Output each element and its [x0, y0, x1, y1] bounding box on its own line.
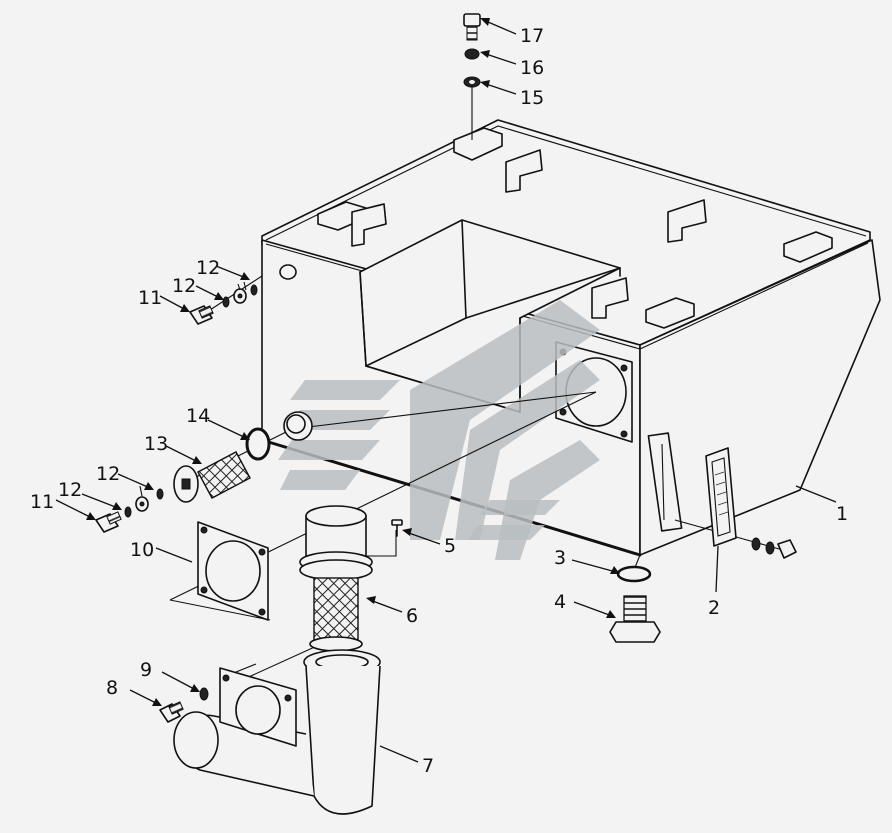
washer-9 [199, 687, 209, 701]
callout-3: 3 [554, 547, 566, 569]
callout-4: 4 [554, 591, 566, 613]
callout-14: 14 [186, 405, 210, 427]
callout-7: 7 [422, 755, 434, 777]
callout-15: 15 [520, 87, 544, 109]
bolt-8 [159, 701, 184, 723]
callout-16: 16 [520, 57, 544, 79]
top-fittings [317, 127, 833, 329]
washer-16 [464, 48, 480, 60]
callout-12-upper-right: 12 [196, 257, 220, 279]
callout-12-lower-left: 12 [58, 479, 82, 501]
upper-bolt-set [189, 264, 297, 325]
callout-10: 10 [130, 539, 154, 561]
bolt-17 [463, 13, 481, 41]
washer-15 [463, 76, 481, 88]
gasket-ring-14 [245, 427, 271, 461]
washer-3 [616, 565, 652, 583]
callout-11-lower: 11 [30, 491, 54, 513]
callout-9: 9 [140, 659, 152, 681]
callout-1: 1 [836, 503, 848, 525]
callout-6: 6 [406, 605, 418, 627]
drain-plug-4 [609, 595, 661, 643]
callout-12-lower-right: 12 [96, 463, 120, 485]
callout-labels: 17 16 15 12 12 11 14 13 12 12 11 10 5 6 … [30, 25, 848, 777]
level-gauge-2 [705, 447, 797, 559]
callout-12-upper-left: 12 [172, 275, 196, 297]
callout-2: 2 [708, 597, 720, 619]
elbow-pipe-7 [173, 649, 381, 815]
callout-11-upper: 11 [138, 287, 162, 309]
filter-element-6 [299, 505, 373, 652]
callout-5: 5 [444, 535, 456, 557]
callout-leaders [55, 18, 837, 763]
tank-side-socket [283, 411, 313, 441]
callout-13: 13 [144, 433, 168, 455]
flange-gasket-10 [197, 521, 269, 621]
strainer-13 [173, 451, 251, 503]
screw-5 [391, 519, 403, 537]
callout-17: 17 [520, 25, 544, 47]
callout-8: 8 [106, 677, 118, 699]
lower-bolt-set [95, 485, 164, 533]
